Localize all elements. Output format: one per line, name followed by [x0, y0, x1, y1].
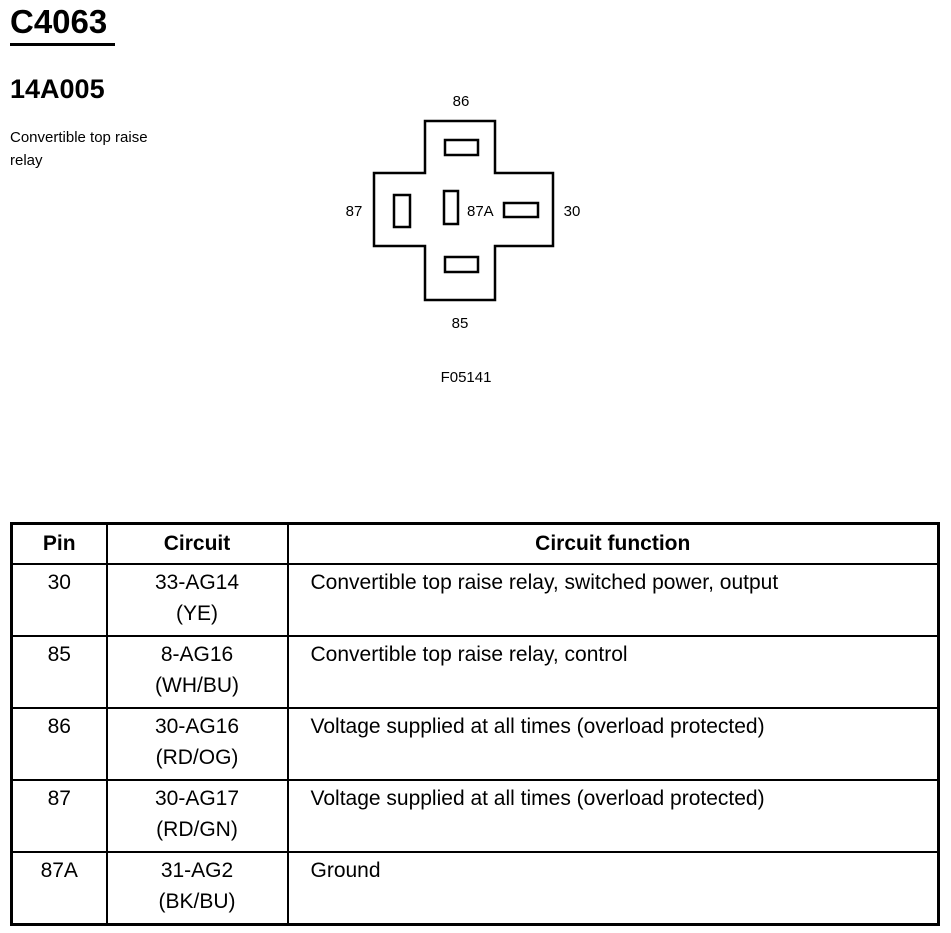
cell-pin: 30 — [10, 563, 108, 637]
cell-function: Voltage supplied at all times (overload … — [286, 707, 940, 781]
cell-circuit: 31-AG2 (BK/BU) — [105, 851, 289, 926]
circuit-number: 30-AG17 — [154, 787, 240, 810]
terminal-86 — [443, 138, 480, 157]
table-row: 86 30-AG16 (RD/OG) Voltage supplied at a… — [10, 707, 940, 781]
table-row: 85 8-AG16 (WH/BU) Convertible top raise … — [10, 635, 940, 709]
wire-color: (RD/GN) — [156, 818, 238, 841]
pin-label-87: 87 — [346, 203, 363, 220]
cell-circuit: 30-AG17 (RD/GN) — [105, 779, 289, 853]
connector-outline — [372, 119, 555, 302]
cell-circuit: 33-AG14 (YE) — [105, 563, 289, 637]
wire-color: (WH/BU) — [155, 674, 239, 697]
connector-id-underline — [10, 43, 115, 46]
cell-pin: 87 — [10, 779, 108, 853]
pin-table: Pin Circuit Circuit function 30 33-AG14 … — [10, 522, 940, 926]
pin-label-87a: 87A — [467, 203, 494, 220]
header-pin: Pin — [10, 522, 108, 565]
header-function: Circuit function — [286, 522, 940, 565]
circuit-number: 33-AG14 — [154, 571, 240, 594]
terminal-30 — [502, 201, 540, 219]
wire-color: (RD/OG) — [155, 746, 239, 769]
table-row: 87 30-AG17 (RD/GN) Voltage supplied at a… — [10, 779, 940, 853]
cell-circuit: 30-AG16 (RD/OG) — [105, 707, 289, 781]
part-number: 14A005 — [10, 74, 105, 104]
table-header-row: Pin Circuit Circuit function — [10, 522, 940, 565]
pin-label-86: 86 — [453, 93, 470, 110]
cell-function: Ground — [286, 851, 940, 926]
cell-circuit: 8-AG16 (WH/BU) — [105, 635, 289, 709]
circuit-number: 30-AG16 — [154, 715, 240, 738]
circuit-number: 8-AG16 — [160, 643, 234, 666]
wire-color: (BK/BU) — [158, 890, 236, 913]
cell-pin: 86 — [10, 707, 108, 781]
header-circuit: Circuit — [105, 522, 289, 565]
cell-function: Convertible top raise relay, control — [286, 635, 940, 709]
cell-pin: 85 — [10, 635, 108, 709]
terminal-85 — [443, 255, 480, 274]
pin-label-85: 85 — [452, 315, 469, 332]
figure-id: F05141 — [441, 369, 492, 386]
table-row: 87A 31-AG2 (BK/BU) Ground — [10, 851, 940, 926]
pin-label-30: 30 — [564, 203, 581, 220]
circuit-number: 31-AG2 — [160, 859, 234, 882]
connector-description: Convertible top raise relay — [10, 129, 148, 169]
connector-id: C4063 — [10, 3, 108, 40]
table-row: 30 33-AG14 (YE) Convertible top raise re… — [10, 563, 940, 637]
terminal-87a — [442, 189, 460, 226]
cell-pin: 87A — [10, 851, 108, 926]
cell-function: Voltage supplied at all times (overload … — [286, 779, 940, 853]
terminal-87 — [392, 193, 412, 229]
connector-face-diagram: 86 87 87A 30 85 F05141 — [346, 93, 581, 386]
wire-color: (YE) — [176, 602, 218, 625]
cell-function: Convertible top raise relay, switched po… — [286, 563, 940, 637]
